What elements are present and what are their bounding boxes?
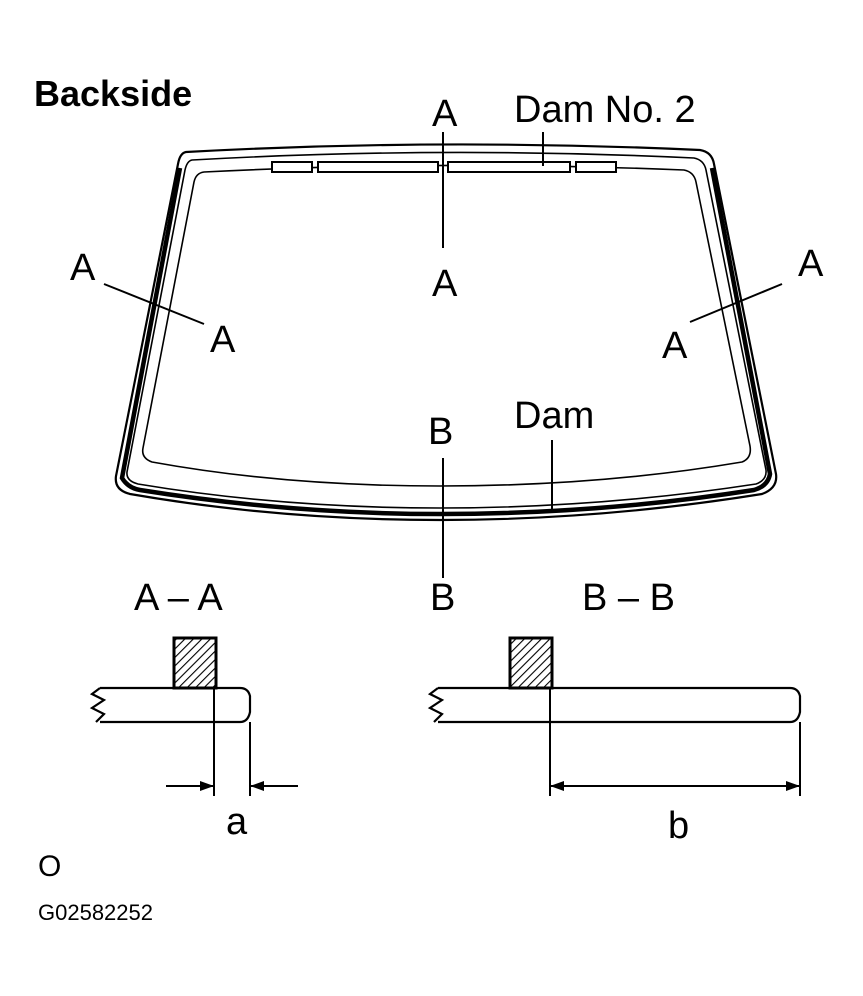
label-b-bottom: B: [430, 577, 455, 619]
label-dam: Dam: [514, 395, 594, 437]
dam-no2-segments: [271, 161, 617, 173]
section-bb-title: B – B: [582, 577, 675, 619]
section-aa-left-line: [103, 283, 205, 325]
dam-bead: [119, 167, 773, 517]
section-bb-detail: B – B b: [427, 577, 802, 847]
diagram-title: Backside: [34, 73, 192, 114]
label-a-right-outer: A: [798, 243, 824, 285]
label-a-left-outer: A: [70, 247, 96, 289]
section-aa-detail: A – A a: [89, 577, 298, 843]
label-dam-no2: Dam No. 2: [514, 89, 696, 131]
label-b-top: B: [428, 411, 453, 453]
dimension-b-label: b: [668, 805, 689, 847]
section-aa-right-line: [689, 283, 783, 323]
label-a-mid: A: [432, 263, 458, 305]
label-a-right-inner: A: [662, 325, 688, 367]
section-aa-title: A – A: [134, 577, 223, 619]
label-a-top: A: [432, 93, 458, 135]
footer-mark: O: [38, 850, 61, 883]
dimension-a-label: a: [226, 801, 248, 843]
label-a-left-inner: A: [210, 319, 236, 361]
figure-code: G02582252: [38, 900, 153, 925]
